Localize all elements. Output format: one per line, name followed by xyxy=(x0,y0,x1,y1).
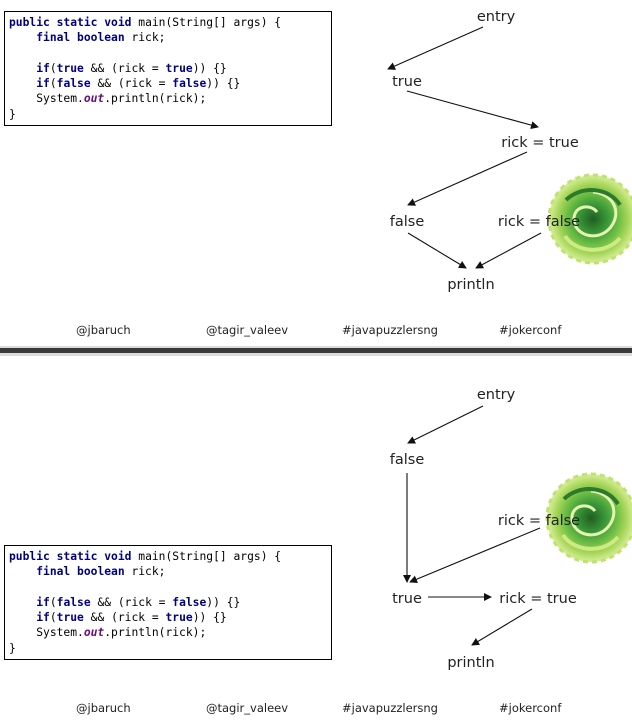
footer-hashtag-javapuzzlers: #javapuzzlersng xyxy=(342,701,438,715)
node-rick-false: rick = false xyxy=(498,214,580,230)
control-flow-graph: entry false rick = false true rick = tru… xyxy=(390,387,632,671)
slide-divider xyxy=(0,346,632,356)
code-block: public static void main(String[] args) {… xyxy=(4,545,332,661)
node-false: false xyxy=(390,452,425,468)
footer-handle-jbaruch: @jbaruch xyxy=(76,323,131,337)
node-println: println xyxy=(447,277,494,293)
control-flow-graph: entry true rick = true false rick = fals… xyxy=(387,9,632,293)
code-line-2: final boolean rick; xyxy=(36,565,166,579)
edge-entry-true xyxy=(387,26,484,70)
footer-handle-jbaruch: @jbaruch xyxy=(76,701,131,715)
footer-hashtag-javapuzzlers: #javapuzzlersng xyxy=(342,323,438,337)
code-line-2: final boolean rick; xyxy=(36,31,166,45)
edge-ricktrue-println xyxy=(471,608,533,646)
code-line-1: public static void main(String[] args) { xyxy=(9,550,282,563)
node-false: false xyxy=(390,214,425,230)
portal-image xyxy=(545,472,632,564)
node-rick-false: rick = false xyxy=(498,513,580,529)
node-entry: entry xyxy=(477,387,516,403)
code-line-6: System.out.println(rick); xyxy=(36,92,207,106)
edge-false-println xyxy=(407,232,467,269)
footer-hashtag-jokerconf: #jokerconf xyxy=(499,323,562,337)
code-line-6: System.out.println(rick); xyxy=(36,626,207,640)
footer-handle-tagir: @tagir_valeev xyxy=(206,701,289,715)
node-rick-true: rick = true xyxy=(501,135,579,151)
code-line-4: if(true && (rick = true)) {} xyxy=(36,61,227,75)
footer: @jbaruch @tagir_valeev #javapuzzlersng #… xyxy=(0,701,632,721)
code-line-5: if(true && (rick = true)) {} xyxy=(36,611,227,625)
edge-rickfalse-true xyxy=(409,527,541,584)
edge-entry-false xyxy=(407,405,484,444)
footer-hashtag-jokerconf: #jokerconf xyxy=(499,701,562,715)
node-println: println xyxy=(447,655,494,671)
node-entry: entry xyxy=(477,9,516,25)
edge-rickfalse-println xyxy=(475,232,542,269)
footer: @jbaruch @tagir_valeev #javapuzzlersng #… xyxy=(0,323,632,343)
node-true: true xyxy=(392,74,422,90)
code-block: public static void main(String[] args) {… xyxy=(4,11,332,127)
code-line-7: } xyxy=(9,107,16,121)
edge-ricktrue-false xyxy=(407,151,528,206)
code-line-1: public static void main(String[] args) { xyxy=(9,16,282,29)
code-line-7: } xyxy=(9,641,16,655)
node-true: true xyxy=(392,591,422,607)
node-rick-true: rick = true xyxy=(499,591,577,607)
code-line-5: if(false && (rick = false)) {} xyxy=(36,77,241,91)
footer-handle-tagir: @tagir_valeev xyxy=(206,323,289,337)
edge-true-ricktrue xyxy=(406,90,539,130)
code-line-4: if(false && (rick = false)) {} xyxy=(36,595,241,609)
portal-image xyxy=(547,173,632,265)
slide-1: public static void main(String[] args) {… xyxy=(0,0,632,346)
slide-2: public static void main(String[] args) {… xyxy=(0,356,632,721)
